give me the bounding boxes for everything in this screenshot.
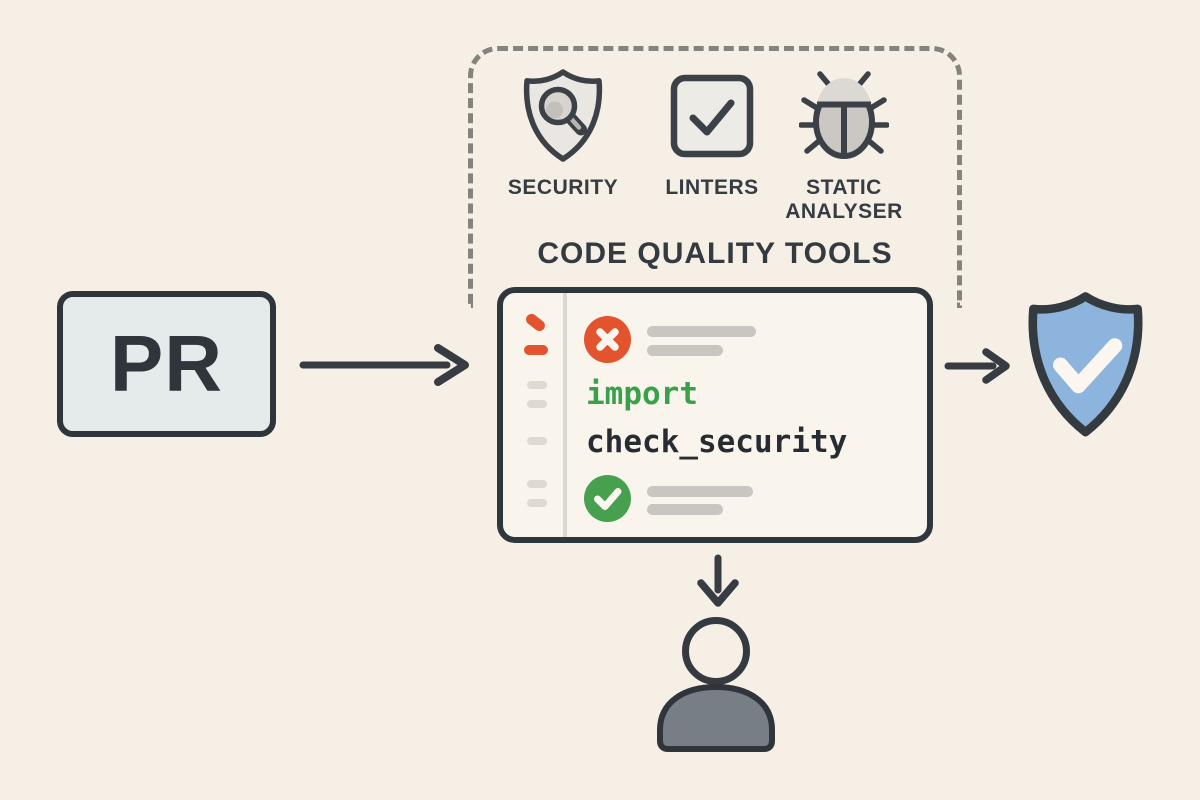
placeholder-text-bar (647, 486, 753, 497)
arrow-right-pr-to-editor-icon (299, 343, 471, 387)
gutter-divider (563, 293, 567, 537)
tool-label-security: SECURITY (507, 176, 619, 199)
arrow-right-editor-to-shield-icon (943, 346, 1013, 386)
code-keyword: import (586, 376, 698, 412)
tool-security: SECURITY (493, 64, 633, 200)
gutter-mark-orange-1 (523, 311, 548, 334)
tool-label-static-analyser: STATIC ANALYSER (785, 176, 903, 224)
gutter-mark-gray (527, 437, 547, 445)
placeholder-text-bar (647, 326, 756, 337)
bug-icon (799, 64, 889, 168)
success-check-icon (584, 475, 631, 522)
error-x-icon (584, 316, 631, 363)
pr-label: PR (109, 319, 224, 408)
tool-linters: LINTERS (642, 64, 782, 200)
gutter-mark-gray (527, 381, 547, 389)
code-identifier: check_security (586, 424, 848, 460)
verified-shield-icon (1014, 290, 1157, 445)
tools-box-title: CODE QUALITY TOOLS (537, 237, 893, 270)
gutter-mark-gray (527, 400, 547, 408)
tool-static-analyser: STATIC ANALYSER (774, 64, 914, 224)
tool-label-linters: LINTERS (665, 176, 759, 199)
gutter-mark-orange-2 (524, 345, 548, 355)
gutter-mark-gray (527, 499, 547, 507)
linters-checkbox-icon (670, 64, 754, 168)
tools-box: SECURITY LINTERS (468, 46, 962, 308)
pr-node: PR (57, 291, 276, 437)
code-editor-panel: import check_security (497, 287, 933, 543)
gutter-mark-gray (527, 480, 547, 488)
person-icon (650, 614, 782, 759)
placeholder-text-bar (647, 504, 723, 515)
placeholder-text-bar (647, 345, 723, 356)
arrow-down-editor-to-reviewer-icon (696, 554, 740, 608)
security-shield-icon (518, 64, 608, 168)
